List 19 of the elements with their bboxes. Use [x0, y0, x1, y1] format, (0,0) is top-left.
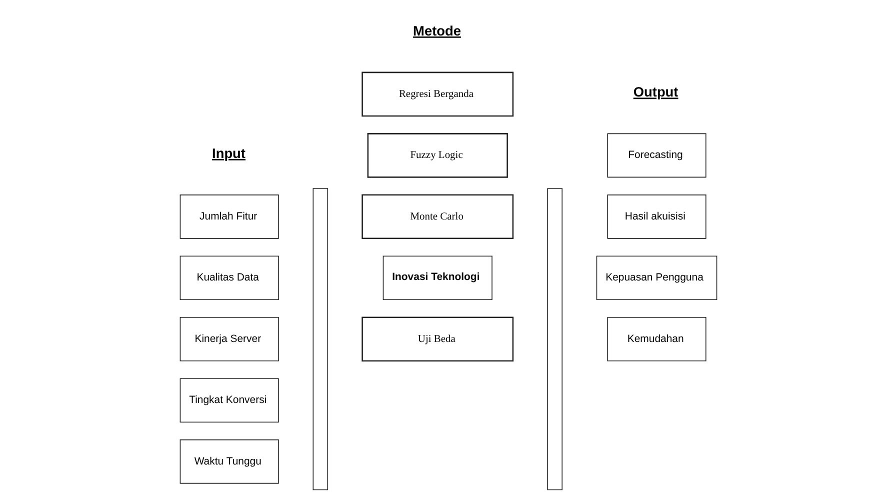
node-box: Inovasi Teknologi: [382, 256, 492, 300]
node-box: Kepuasan Pengguna: [596, 256, 717, 300]
node-box: Kualitas Data: [179, 256, 278, 300]
label: Metode: [412, 23, 460, 38]
label: Input: [212, 146, 245, 161]
node-box: Monte Carlo: [361, 194, 514, 240]
node-box: Waktu Tunggu: [179, 439, 278, 484]
node-bar: [312, 188, 328, 490]
label: Output: [632, 84, 678, 100]
node-box: Tingkat Konversi: [179, 378, 278, 422]
node-box: Kemudahan: [606, 316, 706, 362]
node-box: Kinerja Server: [179, 316, 278, 362]
node-box: Fuzzy Logic: [366, 133, 508, 178]
node-box: Regresi Berganda: [361, 72, 514, 117]
node-box: Forecasting: [606, 133, 706, 178]
node-box: Jumlah Fitur: [179, 194, 278, 239]
node-bar: [546, 188, 562, 490]
node-box: Uji Beda: [361, 316, 514, 362]
node-box: Hasil akuisisi: [606, 194, 706, 239]
